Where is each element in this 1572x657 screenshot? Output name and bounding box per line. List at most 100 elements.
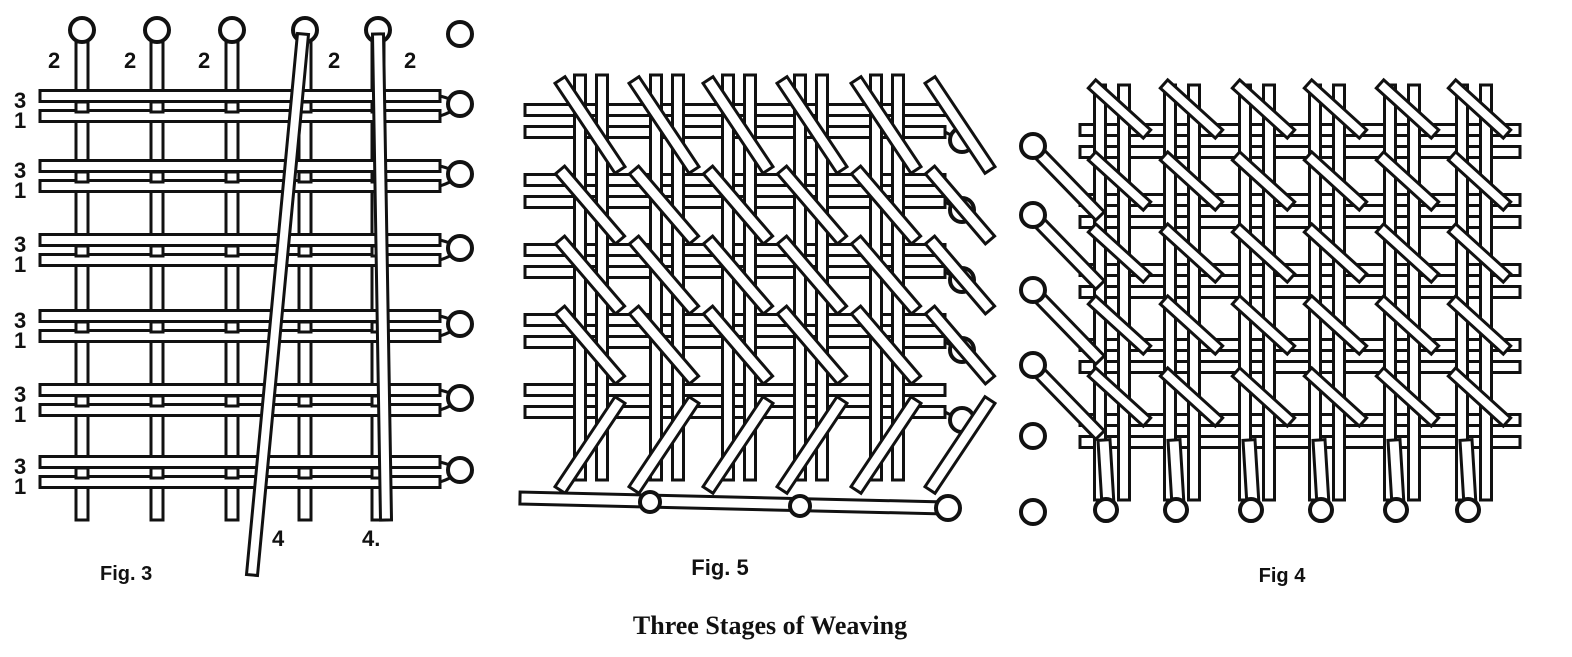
diagonal-strand: [1446, 77, 1513, 141]
peg-right: [446, 234, 474, 262]
diagonal-strand: [1158, 149, 1225, 213]
vertical-strand: [1455, 83, 1469, 502]
horizontal-strand-1: [38, 253, 442, 267]
peg-bottom: [788, 494, 812, 518]
peg-right: [446, 90, 474, 118]
diagonal-strand: [627, 303, 701, 387]
vertical-strand-2: [149, 394, 165, 408]
strand-label-left: 1: [14, 474, 26, 499]
diagonal-strand: [1446, 365, 1513, 429]
strand-label-top: 2: [328, 48, 340, 73]
strand-label-top: 2: [48, 48, 60, 73]
diagonal-strand: [1158, 221, 1225, 285]
diagonal-strand-reverse: [848, 394, 924, 496]
strand-label-left: 3: [14, 88, 26, 113]
diagonal-strand: [700, 74, 776, 176]
diagonal-strand: [1446, 221, 1513, 285]
strand-label-top: 2: [124, 48, 136, 73]
bottom-loop-strand: [1311, 438, 1331, 507]
diagonal-strand: [1302, 149, 1369, 213]
vertical-strand-2: [149, 170, 165, 184]
vertical-strand-2: [74, 170, 90, 184]
diagonal-strand: [1374, 77, 1441, 141]
strand-label-left: 1: [14, 328, 26, 353]
vertical-strand: [1187, 83, 1201, 502]
diagonal-strand: [701, 233, 775, 317]
vertical-strand: [1479, 83, 1493, 502]
diagonal-strand: [849, 233, 923, 317]
peg-bottom: [1455, 497, 1481, 523]
diagonal-strand: [1446, 293, 1513, 357]
diagonal-strand: [1446, 149, 1513, 213]
vertical-strand: [793, 73, 807, 482]
diagonal-strand: [923, 303, 997, 387]
vertical-strand-2: [224, 100, 240, 114]
peg-bottom: [1383, 497, 1409, 523]
vertical-strand-2: [297, 244, 313, 258]
diagonal-strand: [775, 303, 849, 387]
diagonal-strand: [1230, 149, 1297, 213]
vertical-strand: [721, 73, 735, 482]
diagonal-strand-reverse: [922, 394, 998, 496]
horizontal-strand-1: [38, 179, 442, 193]
diagonal-strand-reverse: [774, 394, 850, 496]
diagonal-strand: [552, 74, 628, 176]
strand-label-left: 1: [14, 178, 26, 203]
diagonal-strand: [553, 303, 627, 387]
diagonal-strand: [848, 74, 924, 176]
diagonal-strand: [1230, 77, 1297, 141]
vertical-strand-2: [149, 244, 165, 258]
peg-bottom: [1238, 497, 1264, 523]
diagonal-strand: [701, 163, 775, 247]
diagonal-strand: [1374, 149, 1441, 213]
vertical-strand-2: [74, 244, 90, 258]
figure-caption: Fig 4: [1259, 565, 1307, 587]
strand-label-left: 1: [14, 402, 26, 427]
vertical-strand-2: [224, 170, 240, 184]
diagonal-strand: [923, 233, 997, 317]
diagonal-strand: [1374, 293, 1441, 357]
diagonal-strand-4: [370, 32, 394, 522]
vertical-strand-2: [297, 170, 313, 184]
diagonal-strand: [923, 163, 997, 247]
figure-caption: Fig. 3: [100, 563, 152, 585]
bottom-loop-strand: [1458, 438, 1478, 507]
peg-left: [1019, 351, 1047, 379]
vertical-strand: [869, 73, 883, 482]
vertical-strand-2: [149, 100, 165, 114]
bottom-loop-strand: [1386, 438, 1406, 507]
diagonal-strand: [1086, 77, 1153, 141]
strand-label-bottom: 4: [272, 526, 285, 551]
vertical-strand: [1332, 83, 1346, 502]
peg-top: [218, 16, 246, 44]
figure-caption: Fig. 5: [691, 555, 748, 580]
peg-top: [68, 16, 96, 44]
vertical-strand: [1117, 83, 1131, 502]
horizontal-strand: [1078, 435, 1522, 449]
peg-left: [1019, 276, 1047, 304]
peg-right: [446, 384, 474, 412]
vertical-strand: [573, 73, 587, 482]
vertical-strand-2: [224, 244, 240, 258]
peg-bottom: [638, 490, 662, 514]
diagonal-strand: [1230, 365, 1297, 429]
bottom-loop-strand: [1166, 438, 1186, 507]
vertical-strand: [1262, 83, 1276, 502]
diagonal-strand: [1374, 221, 1441, 285]
strand-label-left: 3: [14, 382, 26, 407]
diagonal-strand: [774, 74, 850, 176]
vertical-strand-2: [224, 320, 240, 334]
strand-label-left: 1: [14, 108, 26, 133]
diagonal-strand-reverse: [700, 394, 776, 496]
diagonal-strand: [1158, 77, 1225, 141]
fig-5-drawing: Fig. 5: [518, 73, 998, 580]
vertical-strand: [1238, 83, 1252, 502]
diagonal-strand: [627, 163, 701, 247]
diagonal-strand: [701, 303, 775, 387]
peg-right: [446, 456, 474, 484]
diagonal-strand: [1086, 365, 1153, 429]
vertical-strand: [1163, 83, 1177, 502]
diagonal-strand: [1158, 365, 1225, 429]
diagonal-strand: [626, 74, 702, 176]
